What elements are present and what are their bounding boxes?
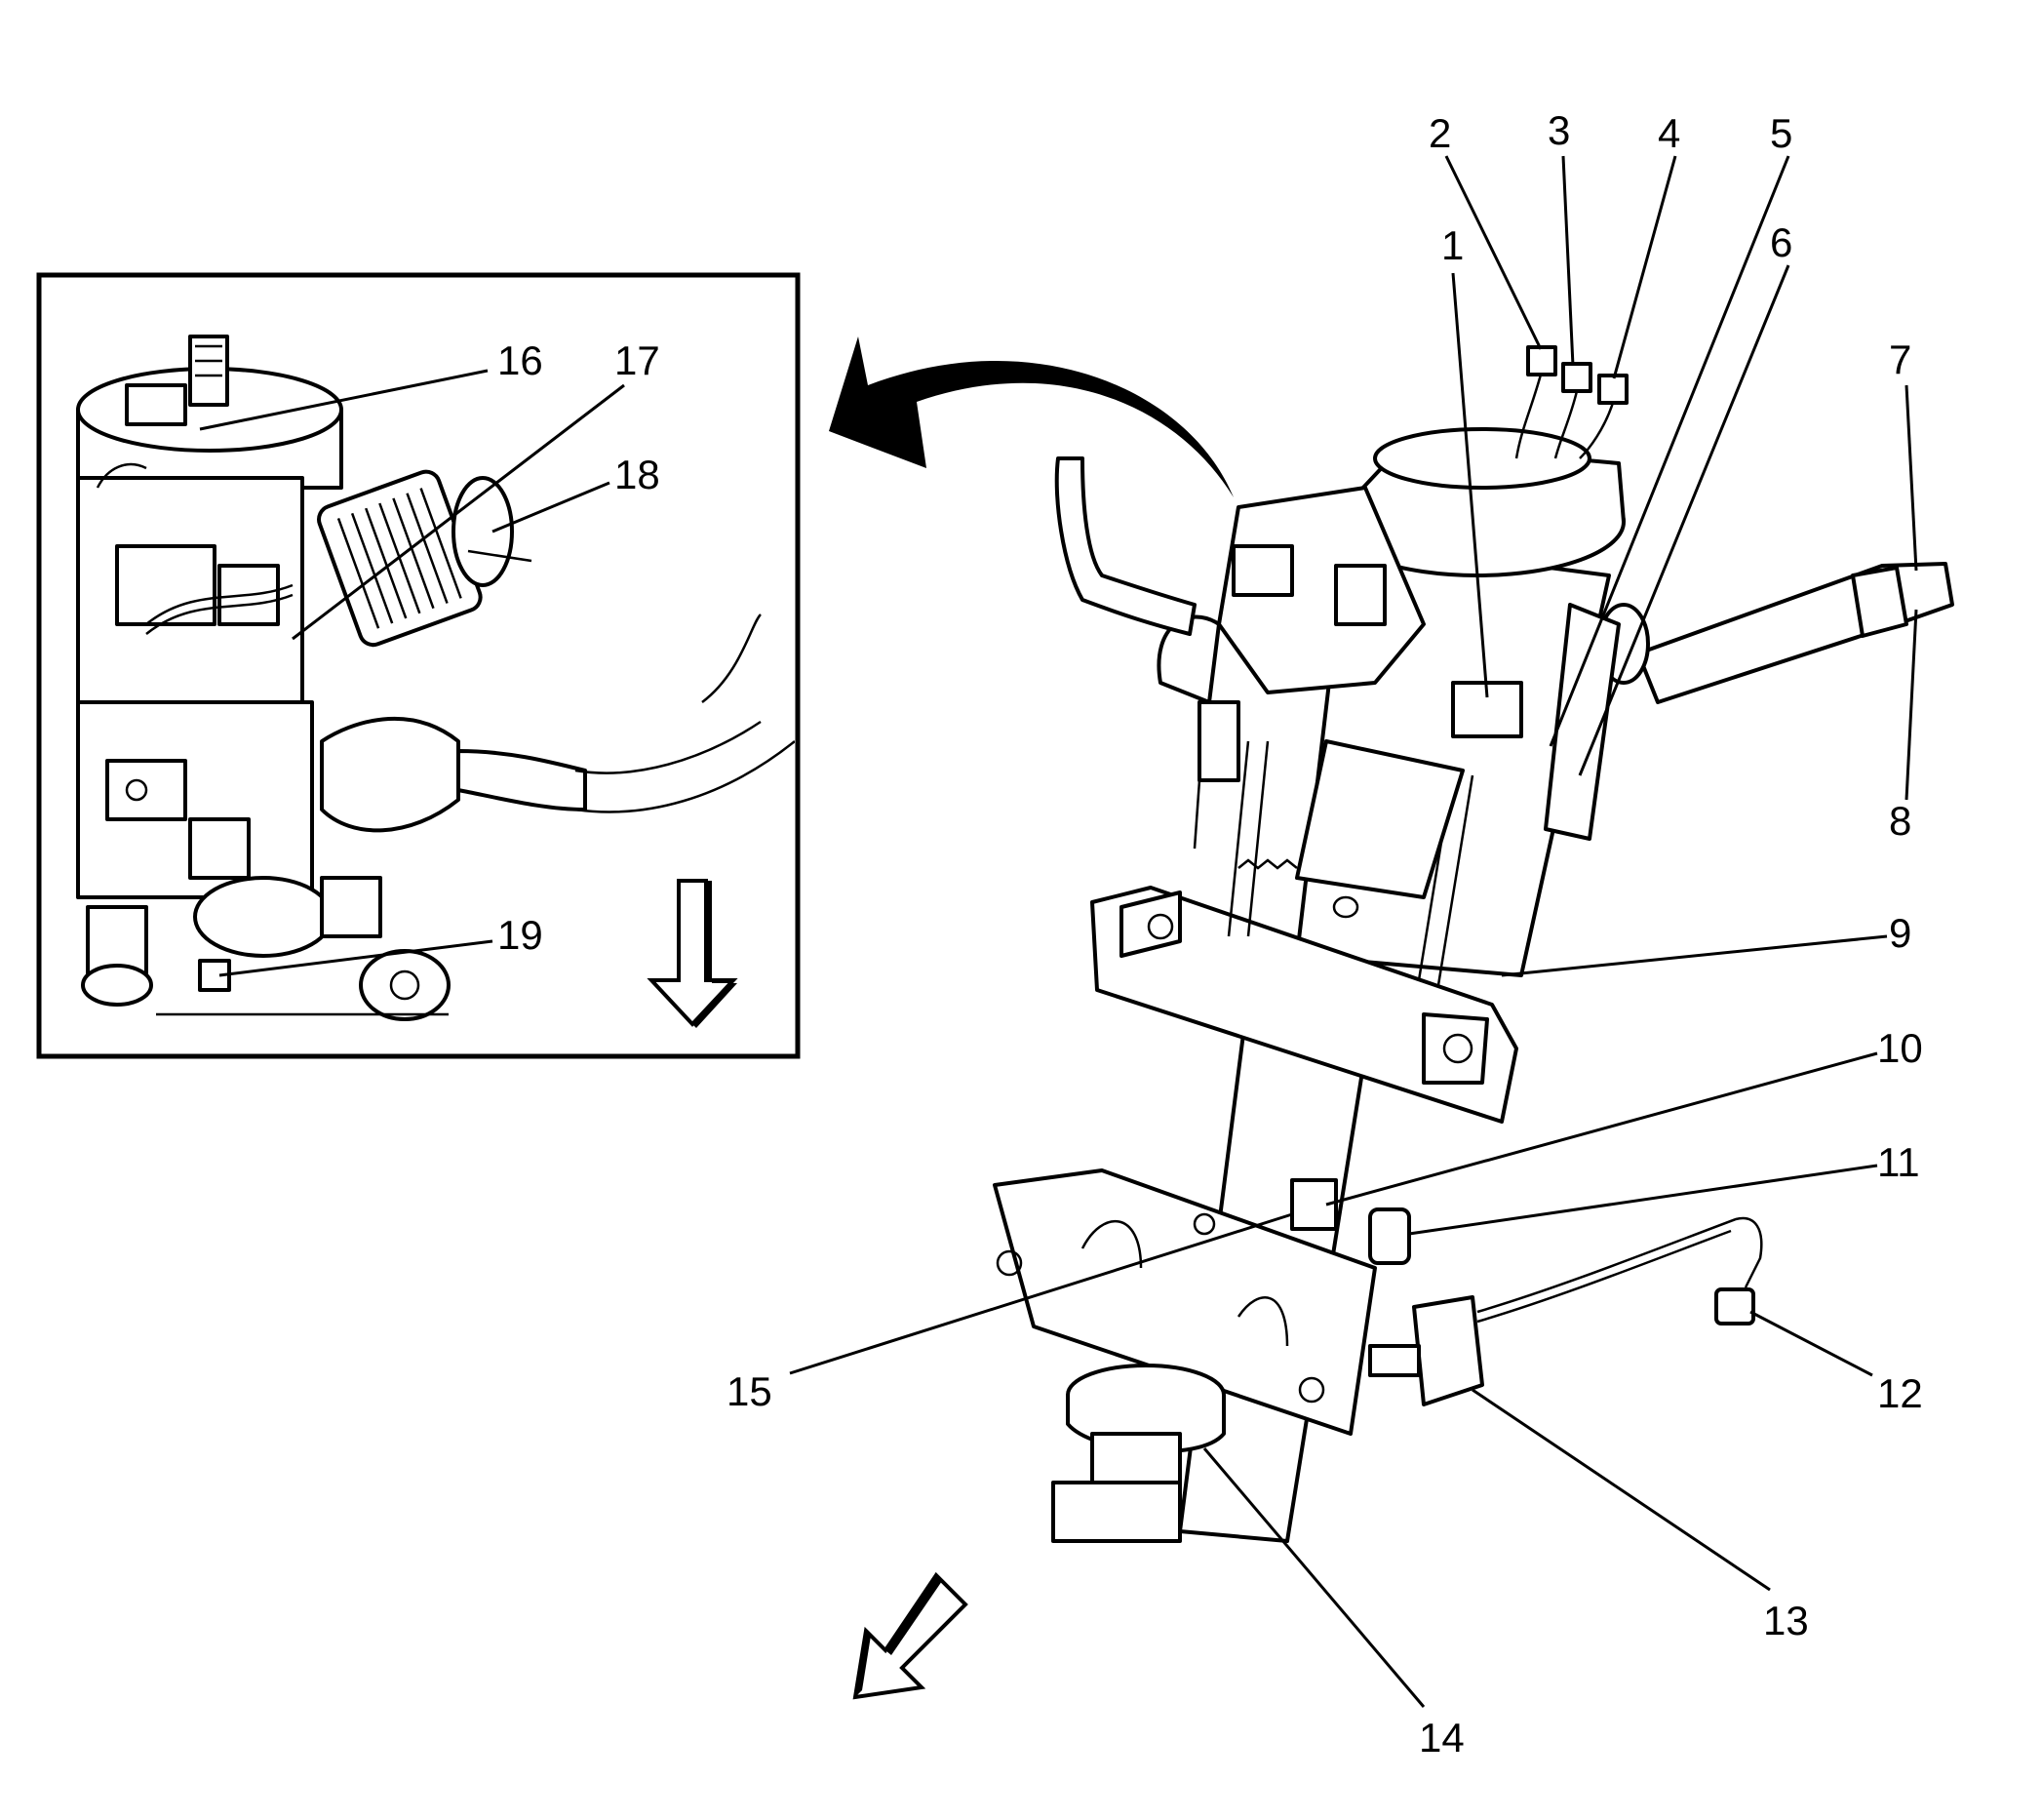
callout-16: 16 — [497, 337, 543, 383]
callout-4: 4 — [1658, 110, 1680, 156]
callout-2: 2 — [1429, 110, 1451, 156]
callout-6: 6 — [1770, 219, 1792, 265]
callout-labels: 1 2 3 4 5 6 7 8 9 10 11 12 13 14 15 16 1… — [497, 107, 1923, 1761]
callout-11: 11 — [1877, 1139, 1920, 1185]
callout-18: 18 — [614, 452, 660, 497]
callout-17: 17 — [614, 337, 660, 383]
callout-19: 19 — [497, 912, 543, 958]
inset-detail-view — [36, 272, 801, 1059]
steering-column-assembly — [993, 345, 1954, 1543]
callout-1: 1 — [1441, 222, 1464, 268]
callout-13: 13 — [1763, 1598, 1809, 1643]
callout-14: 14 — [1419, 1715, 1465, 1761]
callout-7: 7 — [1889, 336, 1911, 382]
callout-10: 10 — [1877, 1025, 1923, 1071]
diagonal-arrow-icon — [852, 1571, 968, 1700]
curved-arrow-icon — [829, 336, 1234, 497]
callout-8: 8 — [1889, 798, 1911, 844]
callout-9: 9 — [1889, 910, 1911, 956]
callout-5: 5 — [1770, 110, 1792, 156]
leader-lines — [199, 155, 1918, 1708]
callout-3: 3 — [1548, 107, 1570, 153]
callout-15: 15 — [726, 1368, 772, 1414]
callout-12: 12 — [1877, 1370, 1923, 1416]
